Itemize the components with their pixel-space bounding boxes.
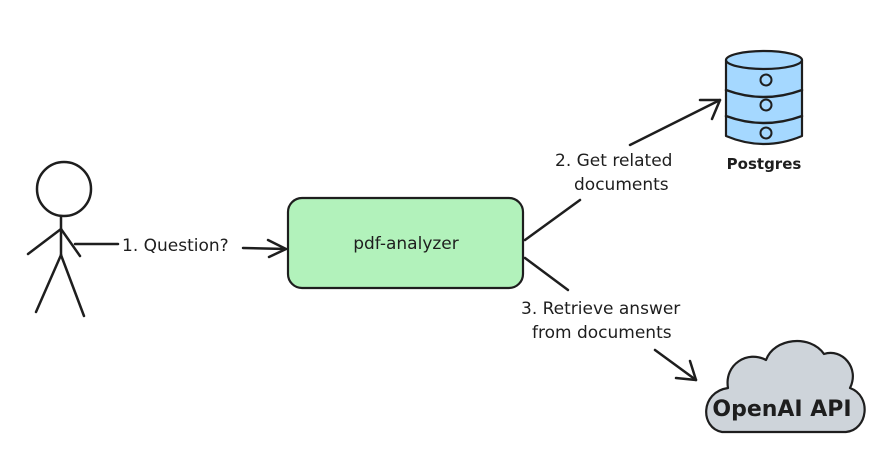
edge-question-label: 1. Question?: [122, 236, 229, 256]
edge-question-line-tail: [241, 246, 288, 251]
cloud-shape: [705, 340, 866, 434]
edge-retrieve: 3. Retrieve answer from documents: [521, 256, 698, 382]
cloud-node-label: OpenAI API: [712, 397, 851, 422]
database-dot-3: [759, 126, 773, 140]
database-dot-2: [759, 98, 773, 112]
edge-related-label-line2: documents: [574, 175, 669, 195]
database-dot-1: [759, 73, 773, 87]
cloud-node: OpenAI API: [705, 340, 866, 434]
analyzer-node-box: [286, 196, 525, 290]
database-cylinder-body: [724, 58, 804, 146]
edge-related-arrowhead: [698, 98, 722, 121]
edge-related-line: [523, 198, 582, 242]
edge-related: 2. Get related documents: [523, 98, 722, 242]
analyzer-node-label: pdf-analyzer: [353, 234, 459, 254]
edge-related-label-line1: 2. Get related: [555, 151, 672, 171]
edge-question-arrowhead: [266, 238, 288, 259]
edge-retrieve-label-line2: from documents: [532, 323, 672, 343]
user-stick-figure: [26, 160, 93, 318]
database-ring-1: [724, 88, 804, 99]
analyzer-node: pdf-analyzer: [286, 196, 525, 290]
edge-retrieve-line: [523, 256, 570, 292]
edge-related-line-tail: [628, 98, 722, 147]
database-cylinder-top: [724, 49, 804, 71]
database-node: Postgres: [724, 49, 804, 173]
edge-retrieve-line-tail: [653, 348, 698, 382]
database-ring-2: [724, 114, 804, 125]
edge-question: 1. Question?: [73, 236, 288, 259]
database-node-label: Postgres: [727, 155, 802, 173]
edge-retrieve-arrowhead: [674, 359, 698, 382]
edge-retrieve-label-line1: 3. Retrieve answer: [521, 299, 680, 319]
